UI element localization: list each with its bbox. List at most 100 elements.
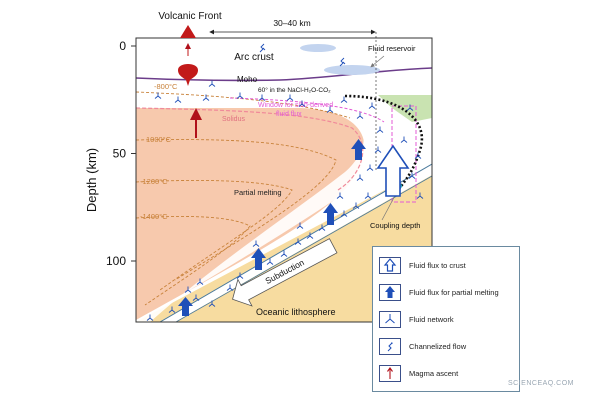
- fluid-network-icon: [356, 112, 364, 119]
- fluid-reservoir-label: Fluid reservoir: [368, 44, 416, 53]
- isotherm-label-1000: 1000°C: [146, 135, 172, 144]
- fluid-network-icon: [236, 92, 244, 99]
- watermark: SCIENCEAQ.COM: [508, 380, 575, 387]
- distance-dimension: 30–40 km: [209, 18, 377, 170]
- solid-arrow-4: [351, 139, 366, 160]
- legend-item-fluid-network: Fluid network: [379, 309, 515, 329]
- fluid-network-icon: [336, 192, 344, 199]
- volcanic-front-label: Volcanic Front: [158, 11, 222, 22]
- fluid-network-icon: [294, 238, 302, 245]
- fluid-network-icon: [202, 94, 210, 101]
- isotherm-1200: [136, 180, 293, 291]
- legend-item-fluid-flux-to-crust: Fluid flux to crust: [379, 255, 515, 275]
- fluid-network-icon: [340, 210, 348, 217]
- fluid-network-symbols: [146, 80, 424, 321]
- fluid-network-icon: [280, 250, 288, 257]
- isopleth-dotted-line: [344, 94, 424, 191]
- solidus-line: [136, 107, 364, 191]
- fluid-flux-to-crust-arrow: [376, 144, 410, 197]
- legend-label: Magma ascent: [409, 368, 459, 378]
- moho-line: [136, 67, 432, 82]
- isotherm-lines: [136, 91, 351, 306]
- solid-up-arrow-icon: [379, 283, 401, 301]
- isotherm-label-1200: -1200°C: [140, 177, 168, 186]
- depth-tick-label: 100: [106, 254, 126, 268]
- fluid-network-icon: [306, 232, 314, 239]
- fluid-network-icon: [208, 80, 216, 87]
- isotherm-1000: [136, 139, 337, 281]
- fluid-network-icon: [356, 174, 364, 181]
- fluid-network-icon: [298, 100, 306, 107]
- depth-axis-title: Depth (km): [84, 148, 99, 212]
- partial-melting-label: Partial melting: [234, 188, 282, 197]
- fluid-network-icon: [286, 94, 294, 101]
- volcanic-front: Volcanic Front: [158, 11, 222, 138]
- fluid-network-icon: [296, 222, 304, 229]
- isopleth-label: 60° in the NaCl-H₂O-CO₂: [258, 86, 331, 94]
- fluid-network-icon: [266, 258, 274, 265]
- coupling-depth-label: Coupling depth: [370, 221, 420, 230]
- channelized-flow-symbols: [259, 43, 346, 67]
- partial-melting-region: [136, 108, 365, 320]
- legend-label: Fluid network: [409, 314, 454, 324]
- fluid-network-icon: [414, 152, 422, 159]
- fluid-network-icon: [192, 294, 200, 301]
- isotherm-800: [136, 91, 351, 119]
- arc-crust-label: Arc crust: [234, 52, 274, 63]
- forearc-mantle: [378, 95, 432, 122]
- fluid-network-icon: [146, 314, 154, 321]
- magma-chamber-icon: [178, 64, 198, 86]
- volcano-icon: [180, 25, 196, 38]
- depth-tick-label: 0: [119, 39, 126, 53]
- oceanic-lithosphere-region: [136, 165, 432, 322]
- hollow-up-arrow-icon: [379, 256, 401, 274]
- fluid-network-icon: [258, 94, 266, 101]
- solid-arrow-2: [251, 248, 266, 270]
- fluid-network-icon: [326, 106, 334, 113]
- legend-item-channelized-flow: Channelized flow: [379, 336, 515, 356]
- window-line: [229, 97, 385, 123]
- fluid-network-icon: [364, 192, 372, 199]
- fluid-reservoir-ellipse-1: [300, 44, 336, 52]
- window-label-line2: fluid flux: [276, 111, 302, 118]
- fluid-flux-partial-melting-arrows: [178, 139, 366, 316]
- fluid-network-icon: [184, 286, 192, 293]
- solid-arrow-3: [323, 203, 338, 225]
- fluid-network-icon: [174, 96, 182, 103]
- fluid-network-icon: [318, 224, 326, 231]
- depth-ticks: 0 50 100: [106, 39, 136, 268]
- legend: Fluid flux to crust Fluid flux for parti…: [372, 246, 520, 392]
- fluid-network-icon: [408, 172, 416, 179]
- distance-label: 30–40 km: [273, 18, 310, 28]
- fluid-network-icon: [252, 240, 260, 247]
- window-label-line1: Window for slab-derived: [258, 102, 333, 109]
- fluid-network-icon: [416, 192, 424, 199]
- depth-axis: Depth (km) 0 50 100: [84, 39, 136, 268]
- moho-label: Moho: [237, 75, 258, 84]
- fluid-network-icon: [352, 202, 360, 209]
- isotherm-1400: [136, 215, 251, 306]
- legend-label: Channelized flow: [409, 341, 467, 351]
- oceanic-lithosphere-label: Oceanic lithosphere: [256, 307, 336, 317]
- legend-label: Fluid flux to crust: [409, 260, 466, 270]
- depth-tick-label: 50: [113, 147, 127, 161]
- fluid-network-icon: [226, 284, 234, 291]
- fluid-network-icon: [366, 164, 374, 171]
- fluid-network-icon: [340, 96, 348, 103]
- legend-item-fluid-flux-partial-melting: Fluid flux for partial melting: [379, 282, 515, 302]
- fluid-reservoir-pointer: [370, 55, 385, 68]
- slab-interface-band: [136, 108, 390, 322]
- fluid-reservoir-ellipse-2: [324, 65, 380, 75]
- fluid-network-icon: [379, 310, 401, 328]
- slab-inner-line: [175, 175, 432, 322]
- isotherm-label-800: -800°C: [154, 82, 178, 91]
- isotherm-label-1400: -1400°C: [140, 212, 168, 221]
- fluid-network-icon: [406, 104, 414, 111]
- plot-frame: [135, 37, 433, 323]
- solid-arrow-1: [178, 297, 193, 316]
- fluid-network-icon: [196, 278, 204, 285]
- cross-section: [136, 38, 432, 322]
- fluid-network-icon: [236, 272, 244, 279]
- fluid-network-icon: [208, 300, 216, 307]
